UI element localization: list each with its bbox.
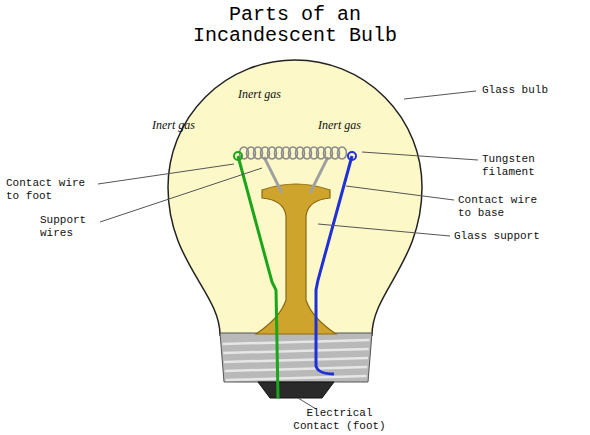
contact-wire-base — [316, 156, 352, 374]
part-label: Glass support — [454, 230, 546, 243]
gas-label: Inert gas — [152, 119, 224, 132]
leader-lines — [98, 91, 478, 409]
screw-threads — [223, 340, 370, 380]
thread-line — [224, 358, 368, 362]
part-label: Glass bulb — [482, 84, 561, 97]
support-wire — [310, 157, 328, 193]
tungsten-filament — [240, 147, 347, 159]
diagram-title: Parts of an Incandescent Bulb — [183, 4, 407, 46]
gas-label: Inert gas — [238, 88, 310, 101]
part-label: Contact wire to base — [458, 194, 544, 220]
thread-line — [223, 340, 370, 344]
screw-base — [220, 333, 372, 382]
part-label: Contact wire to foot — [6, 177, 92, 203]
foot-contact — [258, 382, 334, 398]
part-label: Support wires — [40, 214, 93, 240]
part-label: Tungsten filament — [482, 153, 548, 179]
filament-end — [234, 152, 242, 160]
contact-wire-foot — [238, 156, 278, 398]
part-label: Electrical Contact (foot) — [290, 407, 389, 433]
thread-line — [225, 376, 366, 380]
gas-label: Inert gas — [318, 119, 390, 132]
thread-line — [225, 367, 368, 371]
support-wire — [264, 157, 282, 193]
thread-line — [223, 349, 368, 353]
coil-turn — [338, 147, 347, 159]
filament-end — [348, 152, 356, 160]
glass-bulb — [168, 60, 422, 335]
